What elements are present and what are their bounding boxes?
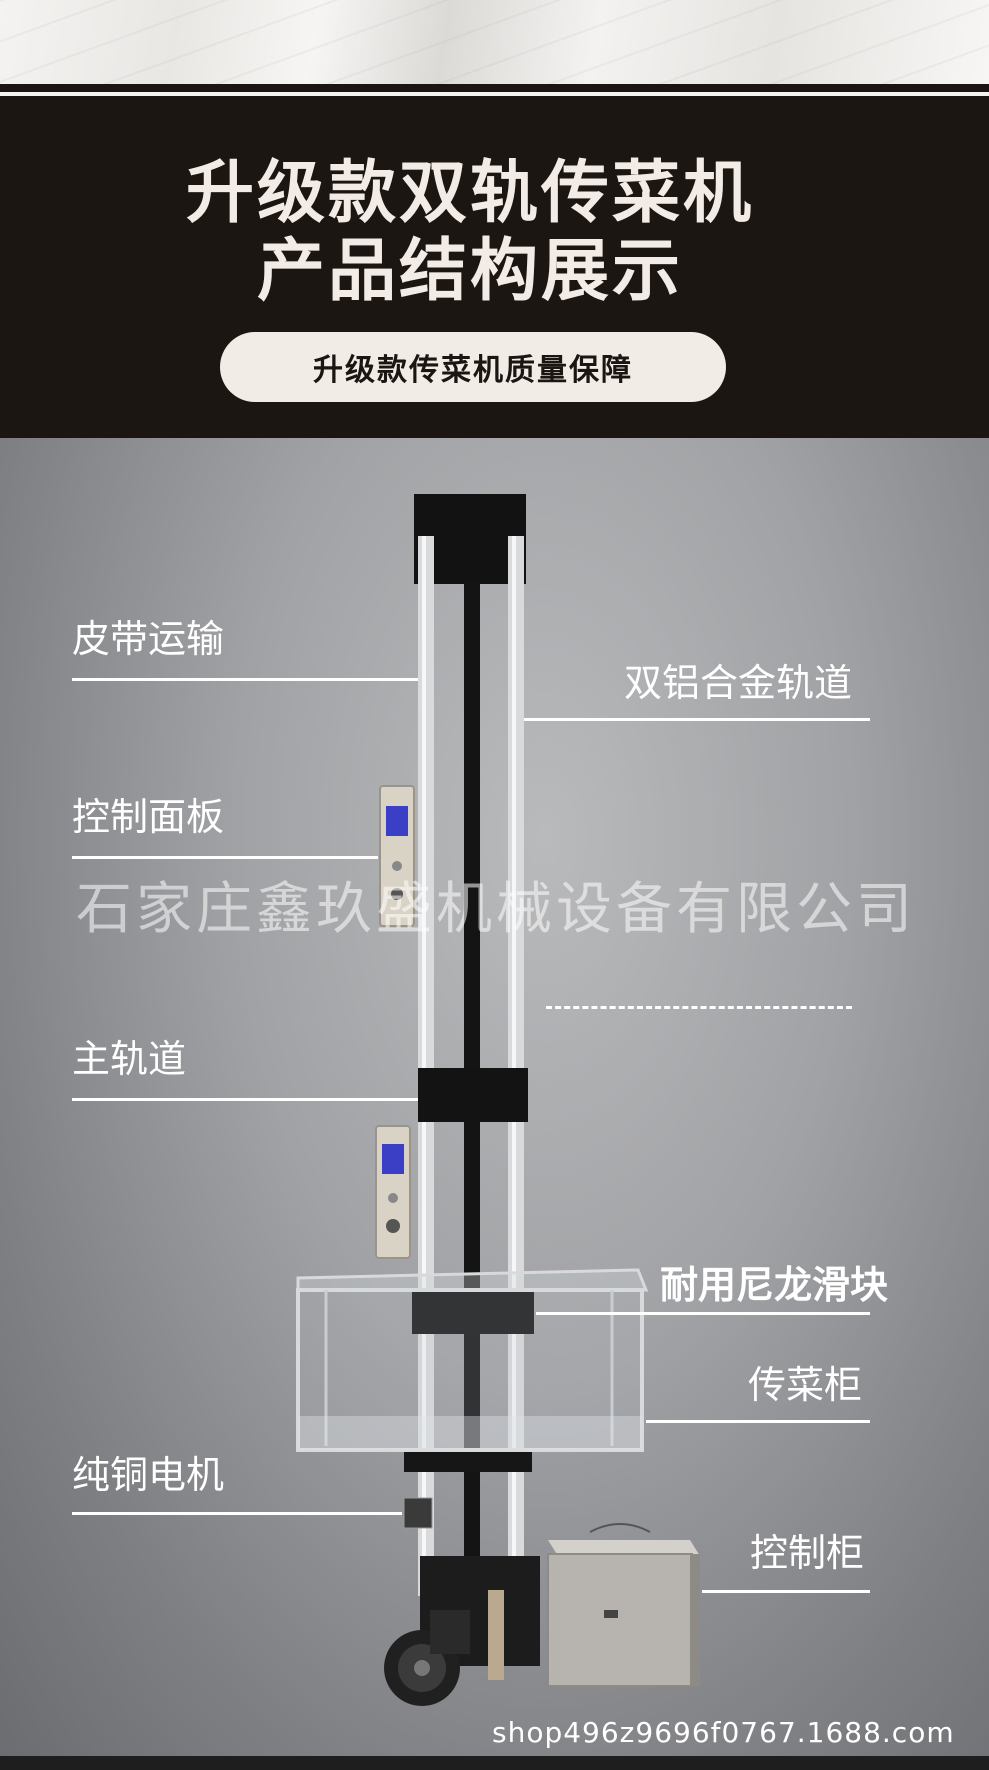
subtitle-pill: 升级款传菜机质量保障 [220, 332, 726, 402]
rule-belt [72, 678, 418, 681]
middle-bracket [418, 1068, 528, 1122]
lower-bracket [404, 1452, 532, 1472]
company-watermark: 石家庄鑫玖盛机械设备有限公司 [76, 877, 916, 942]
bottom-bar [0, 1756, 989, 1770]
label-cabinet: 传菜柜 [748, 1363, 863, 1407]
label-main-rail: 主轨道 [72, 1037, 187, 1081]
motor-icon [384, 1610, 470, 1706]
divider-line [0, 92, 989, 96]
label-nylon-slider: 耐用尼龙滑块 [660, 1263, 889, 1307]
dashed-divider [546, 1006, 852, 1009]
control-panel-lower [375, 1125, 411, 1259]
label-motor: 纯铜电机 [72, 1453, 225, 1497]
rule-nylon-slider [536, 1312, 870, 1315]
shop-url: shop496z9696f0767.1688.com [492, 1716, 955, 1749]
rule-dual-rail [524, 718, 870, 721]
label-dual-rail: 双铝合金轨道 [624, 661, 853, 705]
page-title-line2: 产品结构展示 [256, 232, 683, 311]
control-panel-upper [379, 785, 415, 927]
slider-block [412, 1290, 534, 1334]
control-box [547, 1523, 700, 1687]
glass-cabinet [296, 1268, 649, 1452]
label-control-box: 控制柜 [750, 1531, 865, 1575]
rule-motor [72, 1512, 402, 1515]
rule-control-panel [72, 856, 378, 859]
subtitle-text: 升级款传菜机质量保障 [313, 353, 633, 388]
page-title-line1: 升级款双轨传菜机 [185, 154, 754, 233]
rule-cabinet [646, 1420, 870, 1423]
label-belt: 皮带运输 [72, 617, 225, 661]
rule-main-rail [72, 1098, 418, 1101]
label-control-panel: 控制面板 [72, 795, 225, 839]
rule-control-box [702, 1590, 870, 1593]
marble-banner [0, 0, 989, 84]
